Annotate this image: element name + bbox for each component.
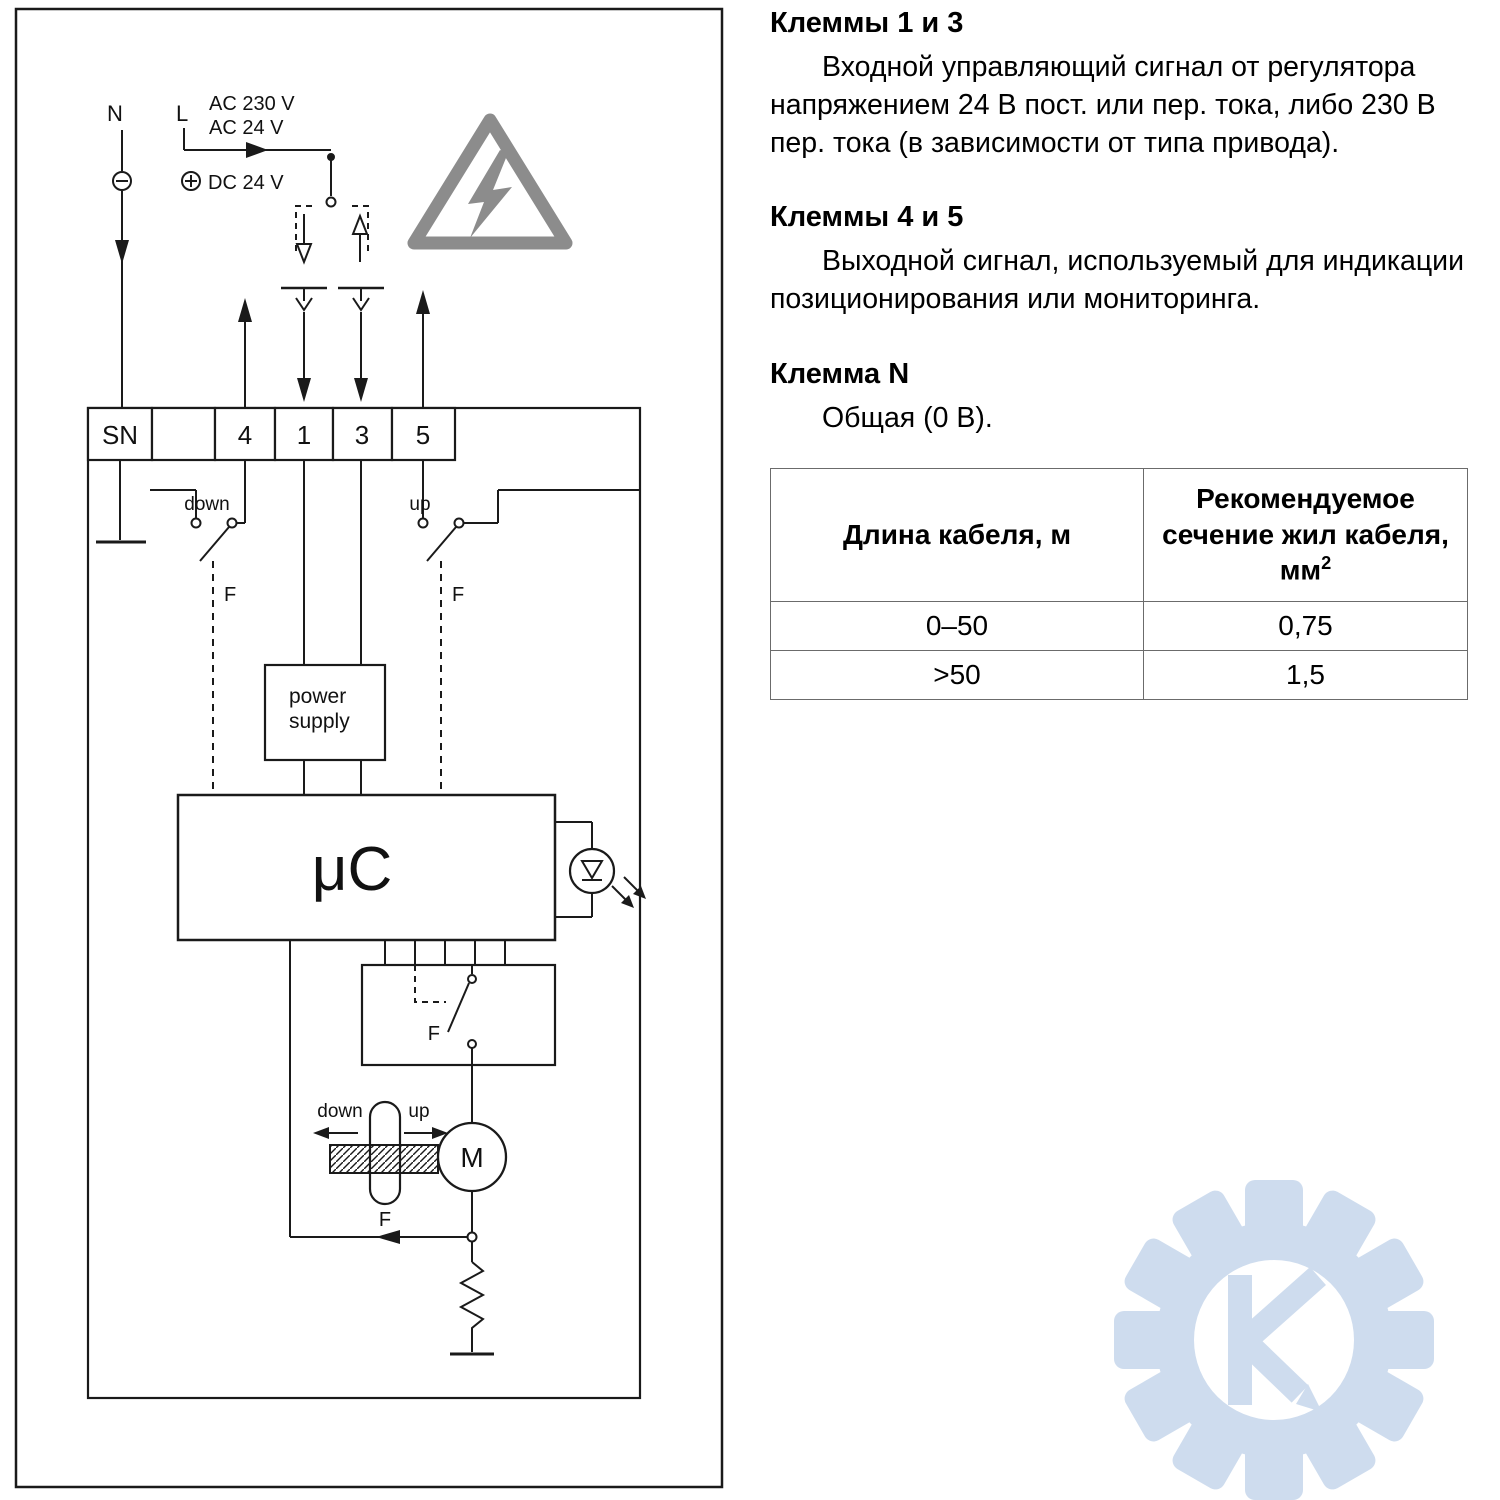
motor-symbol xyxy=(313,1100,508,1206)
terminal-label-sn: SN xyxy=(102,420,138,450)
col2-header-line3: мм2 xyxy=(1154,552,1457,588)
label-l: L xyxy=(176,101,188,126)
section-heading-1-3: Клеммы 1 и 3 xyxy=(770,7,964,39)
limit-switch-up xyxy=(417,460,639,794)
label-mcu: μC xyxy=(312,835,393,904)
diagram-frame xyxy=(14,7,724,1489)
arrow-down-icon xyxy=(297,378,311,402)
col2-header-unit: мм xyxy=(1279,554,1322,586)
label-motor: M xyxy=(460,1142,483,1173)
label-motor-down: down xyxy=(317,1101,362,1122)
terminal-label-1: 1 xyxy=(297,420,311,450)
label-dc24: DC 24 V xyxy=(208,172,284,194)
section-body-1-3: Входной управляющий сигнал от регулятора… xyxy=(770,50,1436,159)
label-f-gear: F xyxy=(428,1023,440,1045)
cable-table: Длина кабеля, м Рекомендуемое сечение жи… xyxy=(770,467,1468,700)
cross-section-cell: 1,5 xyxy=(1143,649,1468,700)
terminal-arrows xyxy=(238,290,430,407)
light-emission-arrow-icon xyxy=(621,895,634,908)
label-motor-f: F xyxy=(379,1209,391,1231)
label-f-right: F xyxy=(452,584,464,606)
label-motor-up: up xyxy=(408,1101,429,1122)
terminal-label-3: 3 xyxy=(355,420,369,450)
worm-nut xyxy=(368,1100,402,1206)
supply-wires xyxy=(112,128,337,407)
cable-length-cell: 0–50 xyxy=(770,600,1144,651)
label-f-left: F xyxy=(224,584,236,606)
diagram-labels: N L AC 230 V AC 24 V DC 24 V SN 4 1 3 5 … xyxy=(102,93,484,1231)
hollow-arrow-down-icon xyxy=(295,243,313,265)
arrow-up-icon xyxy=(416,290,430,314)
worm-screw xyxy=(329,1144,439,1174)
table-col2-header: Рекомендуемое сечение жил кабеля, мм2 xyxy=(1143,467,1468,602)
switch-contact xyxy=(325,196,337,208)
feedback-line xyxy=(289,940,478,1262)
label-switch-up: up xyxy=(409,494,430,515)
section-heading-n: Клемма N xyxy=(770,358,910,391)
logo-arrow-icon xyxy=(1296,1384,1322,1412)
led-indicator xyxy=(555,821,646,918)
col2-header-sup: 2 xyxy=(1321,553,1332,574)
label-n: N xyxy=(107,101,123,126)
section-heading-4-5: Клеммы 4 и 5 xyxy=(770,201,964,234)
terminal-label-5: 5 xyxy=(416,420,430,450)
power-supply-block xyxy=(263,460,387,794)
section-body-n: Общая (0 В). xyxy=(822,401,993,434)
label-supply: supply xyxy=(289,710,350,733)
section-body-4-5: Выходной сигнал, используемый для индика… xyxy=(770,245,1465,316)
table-row: 0–50 0,75 xyxy=(770,600,1468,651)
label-power: power xyxy=(289,685,346,708)
label-ac230: AC 230 V xyxy=(209,93,295,115)
terminal-cell-4 xyxy=(213,406,277,462)
table-row: >50 1,5 xyxy=(770,649,1468,700)
arrow-left-icon xyxy=(376,1230,400,1244)
cable-length-cell: >50 xyxy=(770,649,1144,700)
label-ac24: AC 24 V xyxy=(209,117,284,139)
cross-section-cell: 0,75 xyxy=(1143,600,1468,651)
table-header-row: Длина кабеля, м Рекомендуемое сечение жи… xyxy=(770,467,1468,602)
arrow-up-icon xyxy=(238,298,252,322)
terminal-cell-5 xyxy=(390,406,457,462)
arrow-right-icon xyxy=(432,1127,448,1139)
gear-logo-icon xyxy=(1114,1180,1434,1500)
terminal-cell-blank xyxy=(150,406,217,462)
col2-header-line2: сечение жил кабеля, xyxy=(1162,518,1449,550)
terminal-label-4: 4 xyxy=(238,420,252,450)
light-emission-arrow-icon xyxy=(633,886,646,899)
logo-letter-k xyxy=(1228,1267,1326,1405)
description-column: Клеммы 1 и 3 Входной управляющий сигнал … xyxy=(770,6,1470,700)
arrow-down-icon xyxy=(354,378,368,402)
col2-header-line1: Рекомендуемое xyxy=(1196,482,1415,514)
table-col1-header: Длина кабеля, м xyxy=(770,467,1144,602)
arrow-right-icon xyxy=(246,142,268,158)
resistor-symbol xyxy=(450,1261,494,1356)
connector-symbols xyxy=(281,286,384,312)
high-voltage-warning-icon xyxy=(407,113,573,250)
hollow-arrow-up-icon xyxy=(351,213,369,235)
limit-switch-down xyxy=(150,460,246,794)
coupling-bracket xyxy=(295,205,369,265)
terminal-block xyxy=(86,406,457,462)
arrow-down-icon xyxy=(115,240,129,264)
label-switch-down: down xyxy=(184,494,229,515)
common-ground xyxy=(96,460,146,544)
arrow-left-icon xyxy=(313,1127,329,1139)
gear-switch-block xyxy=(360,940,557,1123)
mcu-box xyxy=(176,793,557,942)
wiring-diagram: N L AC 230 V AC 24 V DC 24 V SN 4 1 3 5 … xyxy=(14,7,724,1489)
watermark-logo xyxy=(1114,1180,1434,1500)
